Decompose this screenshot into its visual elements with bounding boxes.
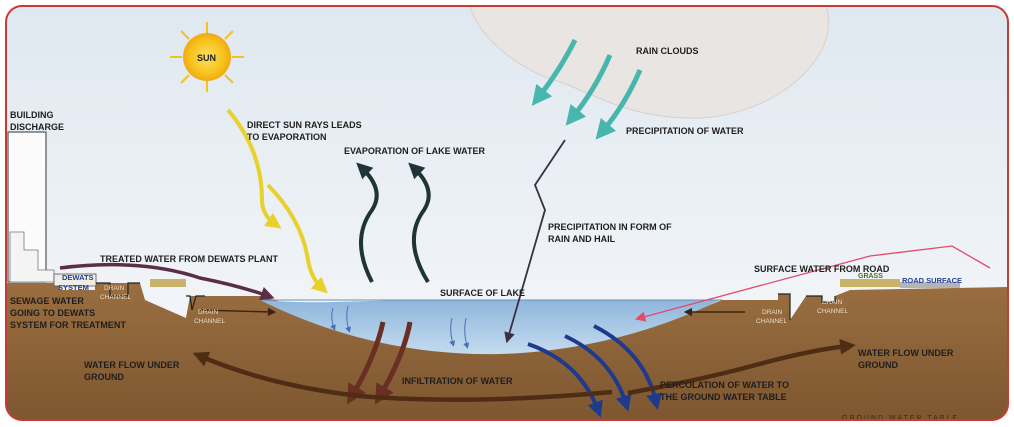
label-precipitation-of-water: PRECIPITATION OF WATER	[626, 126, 744, 136]
label-drain-channel-1a: DRAIN	[104, 285, 125, 292]
grass-patch-right	[840, 279, 900, 287]
label-evaporation: EVAPORATION OF LAKE WATER	[344, 146, 485, 156]
label-flow-left-1: WATER FLOW UNDER	[84, 360, 180, 370]
label-drain-channel-2a: DRAIN	[198, 309, 219, 316]
label-direct-sun-rays-1: DIRECT SUN RAYS LEADS	[247, 120, 362, 130]
label-precip-form-1: PRECIPITATION IN FORM OF	[548, 222, 672, 232]
label-percolation-1: PERCOLATION OF WATER TO	[660, 380, 789, 390]
label-building-1: BUILDING	[10, 110, 54, 120]
label-dewats-1: DEWATS	[62, 273, 94, 282]
label-percolation-2: THE GROUND WATER TABLE	[660, 392, 787, 402]
label-flow-right-1: WATER FLOW UNDER	[858, 348, 954, 358]
label-flow-right-2: GROUND	[858, 360, 898, 370]
label-drain-channel-4a: DRAIN	[822, 299, 843, 306]
label-drain-channel-3b: CHANNEL	[756, 318, 787, 325]
label-infiltration: INFILTRATION OF WATER	[402, 376, 513, 386]
label-sewage-3: SYSTEM FOR TREATMENT	[10, 320, 126, 330]
label-sewage-2: GOING TO DEWATS	[10, 308, 95, 318]
label-road-surface: ROAD SURFACE	[902, 276, 962, 285]
label-grass: GRASS	[858, 273, 883, 280]
label-drain-channel-3a: DRAIN	[762, 309, 783, 316]
label-dewats-2: SYSTEM	[58, 283, 89, 292]
label-sewage-1: SEWAGE WATER	[10, 296, 84, 306]
label-flow-left-2: GROUND	[84, 372, 124, 382]
label-surface-of-lake: SURFACE OF LAKE	[440, 288, 525, 298]
label-sun: SUN	[197, 53, 216, 63]
label-drain-channel-4b: CHANNEL	[817, 308, 848, 315]
label-precip-form-2: RAIN AND HAIL	[548, 234, 616, 244]
grass-patch-left	[150, 279, 186, 287]
label-treated-water: TREATED WATER FROM DEWATS PLANT	[100, 254, 278, 264]
label-building-2: DISCHARGE	[10, 122, 64, 132]
label-drain-channel-1b: CHANNEL	[100, 294, 131, 301]
label-rain-clouds: RAIN CLOUDS	[636, 46, 699, 56]
label-drain-channel-2b: CHANNEL	[194, 318, 225, 325]
label-direct-sun-rays-2: TO EVAPORATION	[247, 132, 327, 142]
